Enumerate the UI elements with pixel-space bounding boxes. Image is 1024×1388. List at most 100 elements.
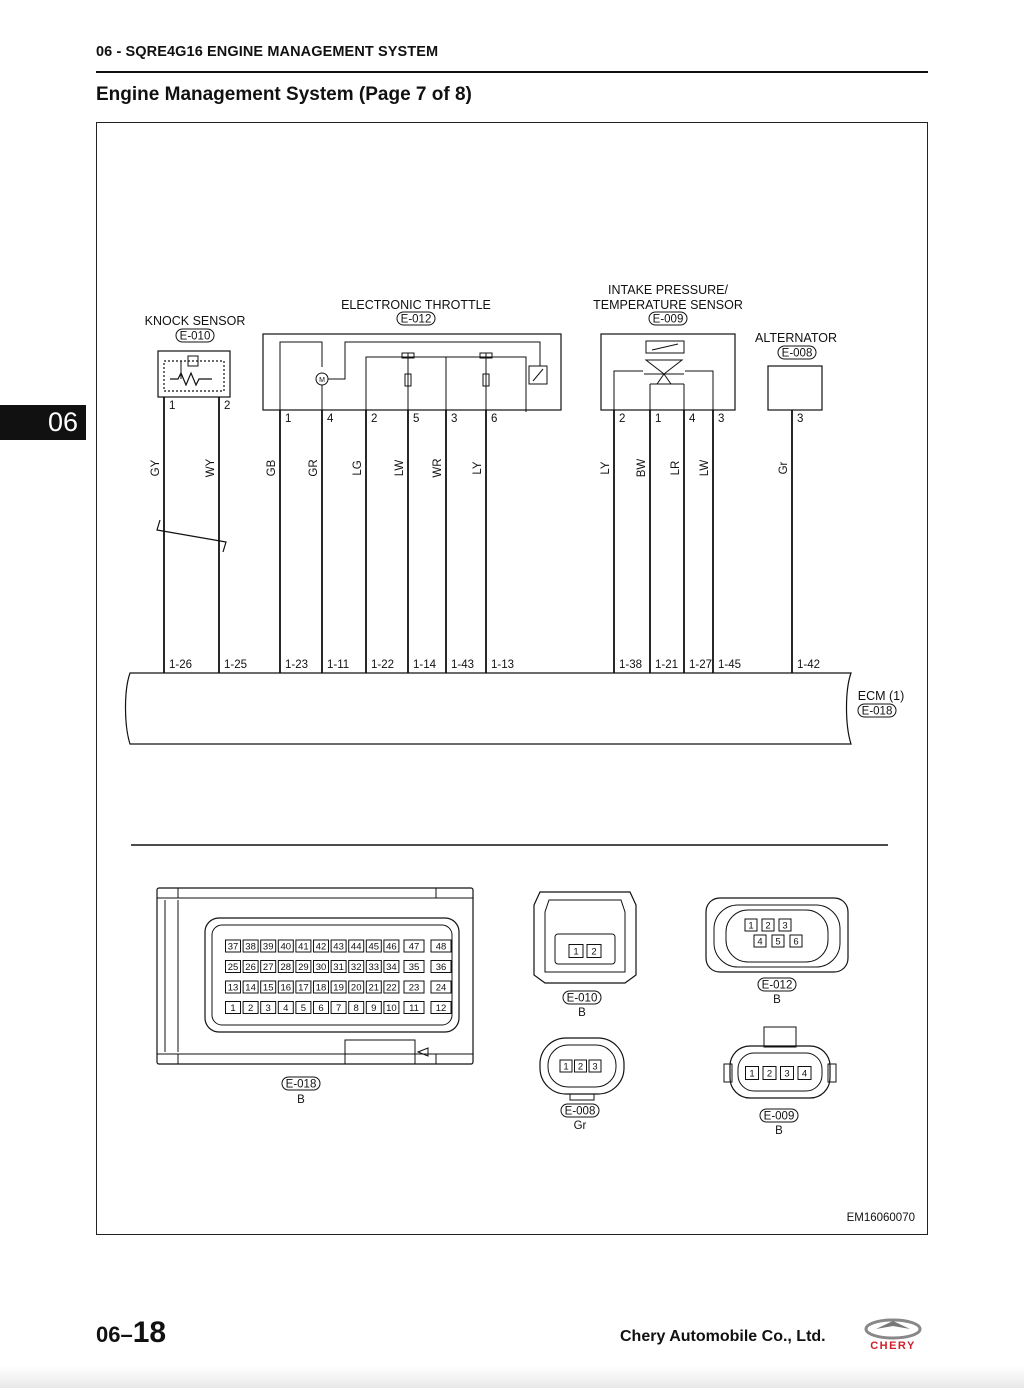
throttle-ecm-pin: 1-43 [451,659,474,671]
knock-wire-color: GY [150,459,162,476]
e012-pin-cell [761,918,775,932]
e018-pin-label: 35 [409,962,420,973]
e012-pin-cell [789,934,803,948]
e018-pin-cell [313,1001,329,1014]
e010-pin-label: 1 [573,947,578,958]
e018-pin-cell [242,980,259,994]
e018-pin-label: 32 [351,962,362,973]
intake-label-line2: TEMPERATURE SENSOR [593,298,743,312]
e018-pin-label: 5 [301,1003,306,1014]
e018-color: B [297,1094,305,1106]
throttle-wire-color: LW [394,460,406,477]
knock-code: E-010 [180,331,211,343]
e018-pin-cell [383,980,400,994]
e018-pin-label: 20 [351,983,362,994]
e018-pin-cell [383,960,400,973]
e018-pin-label: 17 [298,983,309,994]
e018-pin-cell [242,960,259,973]
e018-pin-label: 8 [354,1003,359,1014]
e018-pin-label: 14 [245,983,256,994]
e009-pin-cell [762,1066,777,1080]
e018-pin-cell [295,1001,312,1014]
e018-code: E-018 [286,1079,317,1091]
intake-pin-number: 3 [718,413,724,425]
e018-pin-label: 31 [333,962,344,973]
page-number: 06–18 [96,1316,166,1350]
alternator-wire-color: Gr [778,461,790,474]
e009-pin-label: 1 [749,1069,754,1080]
e018-pin-label: 10 [386,1003,397,1014]
e012-pin-label: 4 [757,937,762,948]
alternator-ecm-pin: 1-42 [797,659,820,671]
e008-pin-cell [588,1059,602,1073]
e012-pin-label: 3 [782,921,787,932]
knock-wire-color: WY [205,458,217,477]
e018-pin-cell [277,980,294,994]
e018-pin-label: 36 [436,962,447,973]
e018-pin-label: 29 [298,962,309,973]
e009-pin-cell [797,1066,812,1080]
intake-wire-color: LW [699,460,711,477]
e018-pin-label: 38 [245,942,256,953]
e018-pin-cell [277,939,294,953]
e018-pin-cell [242,1001,259,1014]
e018-pin-label: 3 [266,1003,271,1014]
e018-pin-cell [365,1001,382,1014]
header-rule [96,71,928,73]
page-title: Engine Management System (Page 7 of 8) [96,84,472,105]
e018-pin-label: 26 [245,962,256,973]
e018-pin-cell [430,1001,452,1014]
e018-pin-label: 41 [298,942,309,953]
knock-sensor-symbol [157,350,231,398]
intake-label-line1: INTAKE PRESSURE/ [608,283,728,297]
e018-pin-label: 25 [228,962,239,973]
e018-pin-label: 19 [333,983,344,994]
e018-pin-cell [225,960,241,973]
e018-pin-cell [295,939,312,953]
e018-pin-cell [365,960,382,973]
e018-pin-cell [430,960,452,973]
e018-pin-cell [330,1001,347,1014]
e018-pin-cell [260,1001,277,1014]
e012-pin-cell [771,934,785,948]
e018-pin-label: 28 [281,962,292,973]
e018-pin-label: 46 [386,942,397,953]
e018-pin-label: 44 [351,942,362,953]
ecm-label: ECM (1) [858,689,905,703]
e009-pin-cell [745,1066,759,1080]
throttle-pin-number: 6 [491,413,497,425]
alternator-code: E-008 [782,348,813,360]
e008-pin-label: 1 [563,1062,568,1073]
e012-pin-label: 6 [793,937,798,948]
e010-pin-cell [568,944,584,958]
shield-symbol [156,519,227,553]
e008-connector [539,1037,625,1101]
e018-pin-label: 33 [369,962,380,973]
e012-pin-label: 1 [748,921,753,932]
e018-pin-cell [277,1001,294,1014]
e018-pin-cell [348,980,365,994]
e018-pin-cell [313,960,329,973]
alternator-symbol [767,365,823,411]
throttle-wire-color: LG [352,460,364,475]
e018-pin-label: 13 [228,983,239,994]
company-name: Chery Automobile Co., Ltd. [620,1328,826,1345]
e018-pin-cell [242,939,259,953]
e018-pin-cell [260,939,277,953]
e018-pin-label: 1 [230,1003,235,1014]
throttle-wire-color: LY [472,461,484,475]
throttle-wire-color: GB [266,459,278,476]
e009-connector [723,1026,837,1099]
e010-pin-label: 2 [591,947,596,958]
e018-pin-cell [330,960,347,973]
e018-pin-label: 37 [228,942,239,953]
e018-pin-cell [225,980,241,994]
knock-ecm-pin: 1-26 [169,659,192,671]
e012-connector [705,897,849,973]
e018-pin-label: 45 [369,942,380,953]
e018-pin-label: 16 [281,983,292,994]
e012-code: E-012 [762,980,793,992]
throttle-ecm-pin: 1-22 [371,659,394,671]
e018-pin-cell [430,939,452,953]
e018-pin-label: 23 [409,983,420,994]
